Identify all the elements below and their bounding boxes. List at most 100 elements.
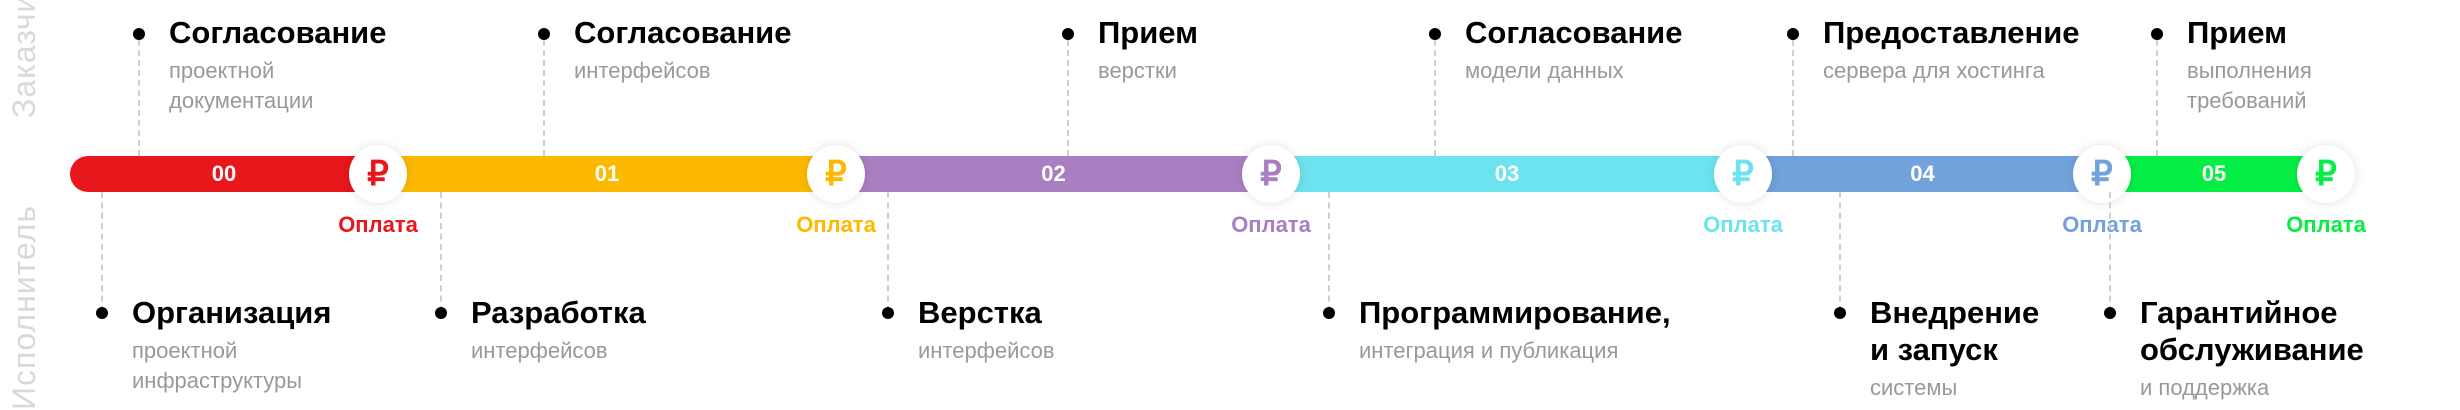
- segment-number: 01: [594, 161, 620, 186]
- payment-label: Оплата: [1231, 212, 1311, 237]
- step-subtitle-line: сервера для хостинга: [1823, 58, 2045, 83]
- step-title: Предоставление: [1823, 15, 2080, 50]
- payment-label: Оплата: [338, 212, 418, 237]
- timeline-segment: 00: [70, 156, 378, 192]
- step-dot: [1323, 307, 1335, 319]
- step-subtitle: сервера для хостинга: [1823, 56, 2080, 86]
- step-subtitle: интеграция и публикация: [1359, 336, 1671, 366]
- step-subtitle-line: проектной: [169, 58, 275, 83]
- step-subtitle-line: и поддержка: [2140, 375, 2270, 400]
- ruble-icon: ₽: [807, 145, 865, 203]
- step-subtitle: выполнения требований: [2187, 56, 2312, 116]
- step-title: Согласование: [1465, 15, 1683, 50]
- step-dot: [2151, 28, 2163, 40]
- step-subtitle-line: модели данных: [1465, 58, 1624, 83]
- step-dot: [538, 28, 550, 40]
- step-title: и запуск: [1870, 332, 1998, 367]
- ruble-icon: ₽: [349, 145, 407, 203]
- contractor-step: Программирование, интеграция и публикация: [1359, 294, 1671, 366]
- step-dot: [133, 28, 145, 40]
- step-subtitle: модели данных: [1465, 56, 1682, 86]
- segment-number: 03: [1494, 161, 1520, 186]
- ruble-icon: ₽: [2297, 145, 2355, 203]
- timeline-segment: 02: [836, 156, 1271, 192]
- contractor-step: Организация проектной инфраструктуры: [132, 294, 331, 396]
- step-subtitle: системы: [1870, 373, 2039, 403]
- step-title: Согласование: [169, 15, 387, 50]
- step-subtitle: проектной инфраструктуры: [132, 336, 331, 396]
- ruble-icon: ₽: [1714, 145, 1772, 203]
- step-dot: [1834, 307, 1846, 319]
- step-dot: [2104, 307, 2116, 319]
- customer-step: Прием верстки: [1098, 14, 1198, 86]
- segment-number: 05: [2201, 161, 2227, 186]
- customer-step: Согласование интерфейсов: [574, 14, 791, 86]
- segment-number: 02: [1041, 161, 1066, 186]
- customer-step: Прием выполнения требований: [2187, 14, 2312, 116]
- step-dot: [435, 307, 447, 319]
- step-subtitle-line: проектной: [132, 338, 238, 363]
- connector-line: [1434, 40, 1436, 156]
- step-subtitle-line: системы: [1870, 375, 1958, 400]
- customer-step: Предоставление сервера для хостинга: [1823, 14, 2080, 86]
- step-subtitle: верстки: [1098, 56, 1198, 86]
- segment-number: 00: [211, 161, 237, 186]
- contractor-side-label: Исполнитель: [6, 204, 42, 410]
- step-title: Разработка: [471, 295, 646, 330]
- payment-label: Оплата: [1703, 212, 1783, 237]
- step-subtitle-line: интеграция и публикация: [1359, 338, 1619, 363]
- timeline-segment: 05: [2102, 156, 2326, 192]
- step-subtitle-line: интерфейсов: [471, 338, 608, 363]
- step-title: Внедрение: [1870, 295, 2040, 330]
- connector-line: [1792, 40, 1794, 156]
- step-dot: [1787, 28, 1799, 40]
- step-subtitle: и поддержка: [2140, 373, 2364, 403]
- step-subtitle-line: интерфейсов: [918, 338, 1055, 363]
- connector-line: [2156, 40, 2158, 156]
- step-subtitle-line: выполнения: [2187, 58, 2312, 83]
- step-title: Прием: [1098, 15, 1199, 50]
- payment-label: Оплата: [2286, 212, 2366, 237]
- payment-label: Оплата: [2062, 212, 2142, 237]
- step-dot: [1062, 28, 1074, 40]
- ruble-icon: ₽: [2073, 145, 2131, 203]
- customer-side-label: Заказчик: [6, 0, 42, 118]
- connector-line: [1067, 40, 1069, 156]
- step-subtitle: интерфейсов: [574, 56, 791, 86]
- timeline-segment: 03: [1271, 156, 1743, 192]
- connector-line: [543, 40, 545, 156]
- ruble-icon: ₽: [1242, 145, 1300, 203]
- step-title: Согласование: [574, 15, 792, 50]
- segment-number: 04: [1910, 161, 1935, 186]
- connector-line: [887, 192, 889, 312]
- step-dot: [882, 307, 894, 319]
- step-dot: [1429, 28, 1441, 40]
- step-title: Программирование,: [1359, 295, 1671, 330]
- step-subtitle-line: верстки: [1098, 58, 1177, 83]
- customer-step: Согласование модели данных: [1465, 14, 1682, 86]
- connector-line: [1328, 192, 1330, 312]
- step-subtitle-line: интерфейсов: [574, 58, 711, 83]
- payment-label: Оплата: [796, 212, 876, 237]
- step-title: Гарантийное: [2140, 295, 2338, 330]
- connector-line: [2109, 192, 2111, 312]
- timeline-segment: 01: [378, 156, 836, 192]
- step-subtitle-line: инфраструктуры: [132, 368, 303, 393]
- connector-line: [101, 192, 103, 312]
- timeline-segment: 04: [1743, 156, 2102, 192]
- step-subtitle: интерфейсов: [918, 336, 1055, 366]
- connector-line: [440, 192, 442, 312]
- contractor-step: Разработка интерфейсов: [471, 294, 646, 366]
- step-title: Организация: [132, 295, 332, 330]
- step-title: Прием: [2187, 15, 2288, 50]
- connector-line: [1839, 192, 1841, 312]
- step-title: обслуживание: [2140, 332, 2364, 367]
- step-dot: [96, 307, 108, 319]
- step-subtitle: интерфейсов: [471, 336, 646, 366]
- step-subtitle-line: требований: [2187, 88, 2307, 113]
